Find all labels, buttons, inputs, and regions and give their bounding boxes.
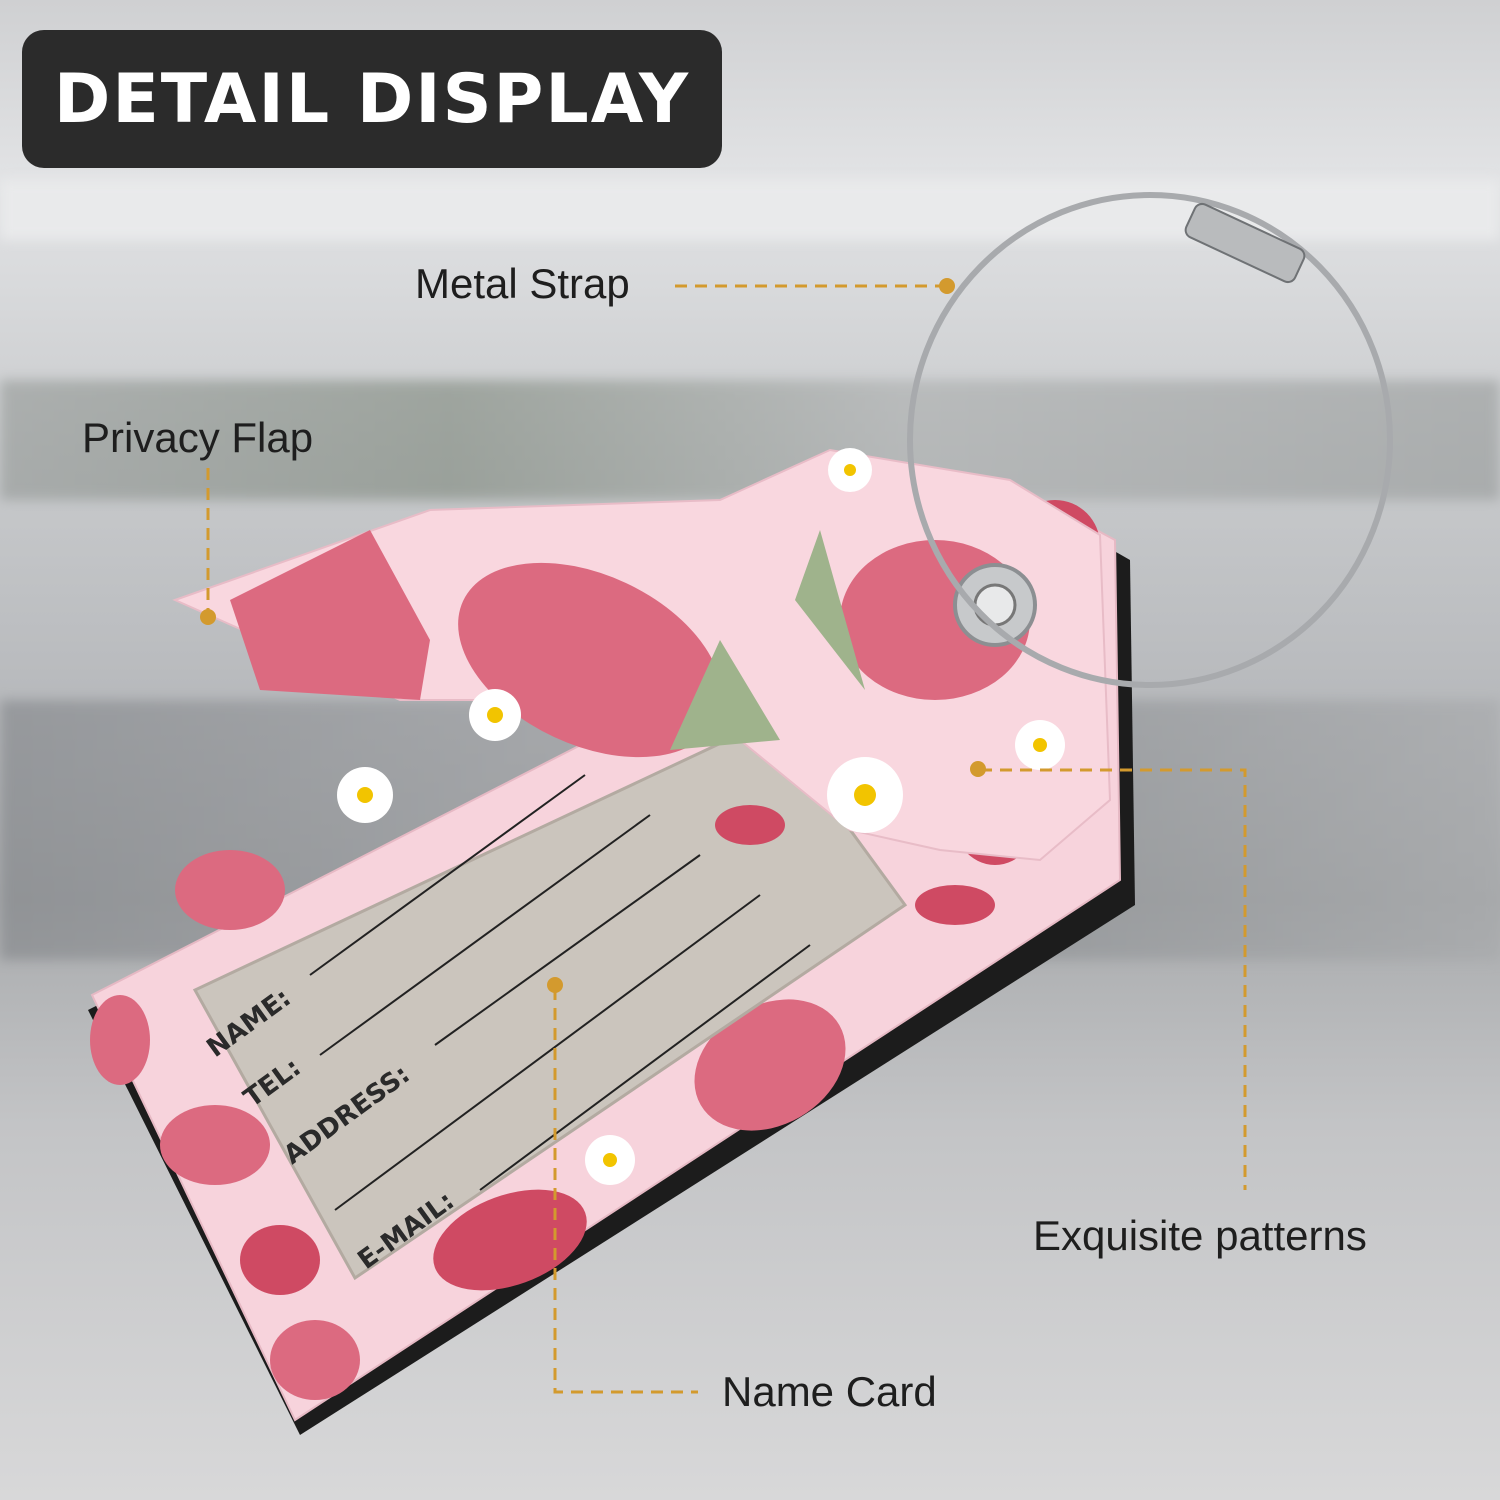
callout-exquisite-patterns: Exquisite patterns xyxy=(1033,1212,1367,1259)
callout-privacy-flap: Privacy Flap xyxy=(82,414,314,461)
callout-metal-strap: Metal Strap xyxy=(415,260,630,307)
background-signs xyxy=(0,380,1500,500)
callout-name-card: Name Card xyxy=(722,1368,937,1415)
name-card-window xyxy=(192,718,908,1281)
leader-lines xyxy=(206,284,1247,1394)
metal-strap-ring xyxy=(907,192,1393,688)
page-title: DETAIL DISPLAY xyxy=(53,59,691,139)
card-lines xyxy=(309,774,811,1211)
screw-lock xyxy=(1184,202,1306,284)
daisy-flowers xyxy=(337,448,1065,1185)
callout-dots xyxy=(200,278,986,993)
title-badge: DETAIL DISPLAY xyxy=(22,30,722,168)
